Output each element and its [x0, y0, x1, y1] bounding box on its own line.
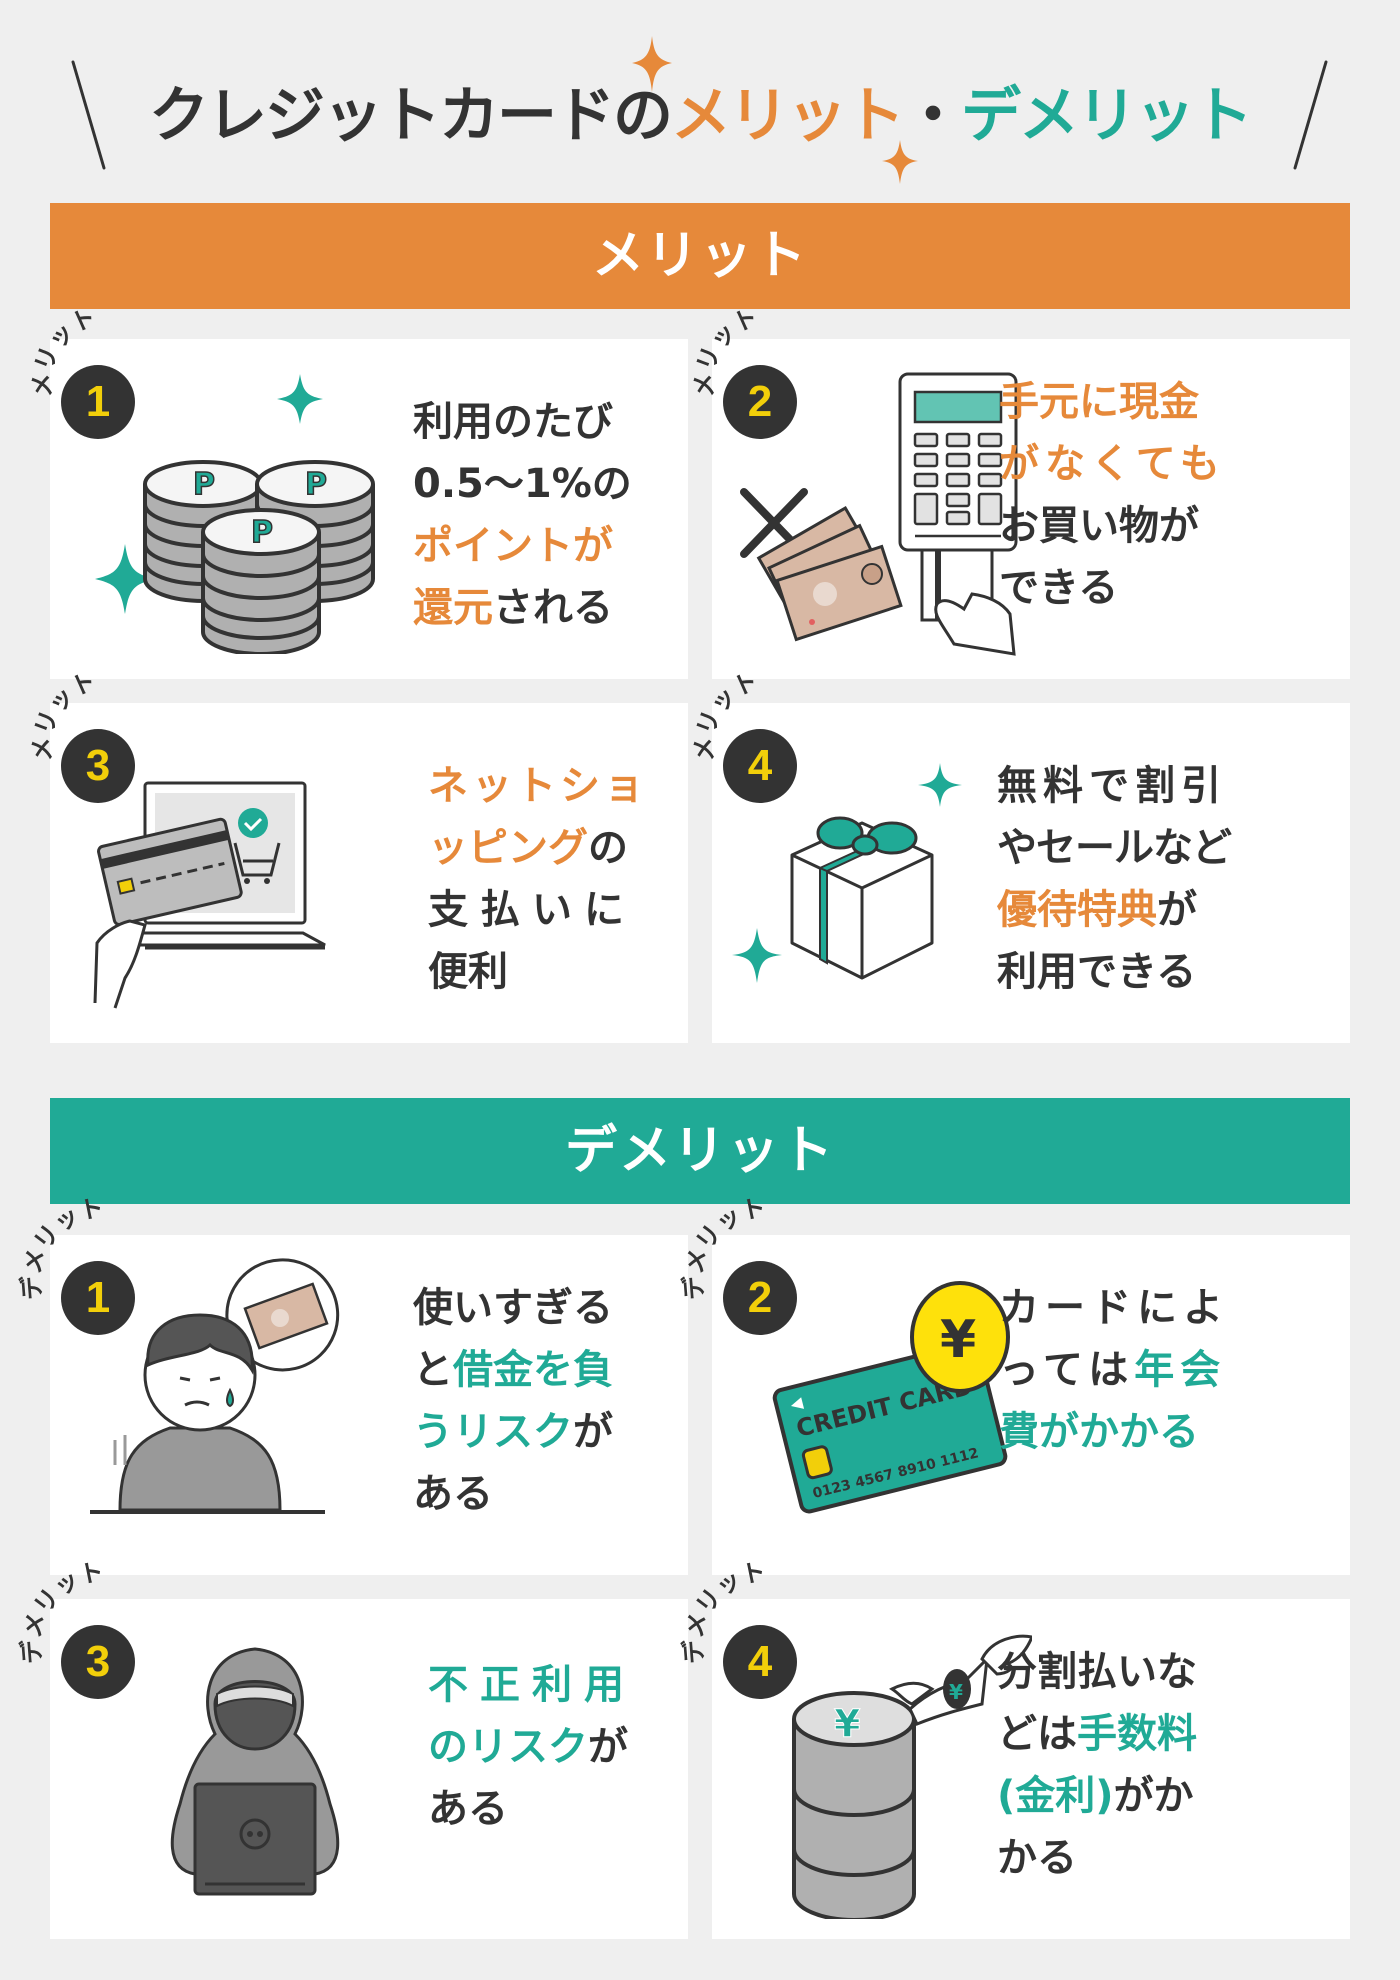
demerit-section-heading: デメリット [50, 1098, 1350, 1204]
svg-text:¥: ¥ [834, 1702, 860, 1746]
svg-text:¥: ¥ [949, 1680, 963, 1704]
merit-2-description: 手元に現金 がなくても お買い物が できる [999, 379, 1226, 611]
flying-money-coins-icon: ¥ ¥ [792, 1634, 1032, 1919]
credit-card-annual-fee-icon: CREDIT CARD 0123 4567 8910 1112 ¥ [772, 1281, 1010, 1514]
online-shopping-laptop-icon [93, 781, 326, 1009]
merit-badge: メリット 2 [690, 303, 872, 459]
point-coins-icon: P P P [95, 374, 375, 654]
merit-badge: メリット 1 [28, 303, 210, 459]
svg-text:¥: ¥ [940, 1310, 976, 1370]
worried-person-debt-icon [90, 1258, 340, 1514]
badge-number: 2 [723, 1261, 797, 1335]
left-slash-decoration [71, 60, 106, 170]
merit-card-1: メリット 1 P P [28, 303, 688, 679]
badge-number: 4 [723, 1625, 797, 1699]
page-header: クレジットカードのメリット・デメリット [0, 0, 1400, 200]
title-demerit: デメリット [961, 81, 1253, 151]
merit-card-2: メリット 2 手元に現金 [690, 303, 1350, 679]
merit-3-description: ネットショ ッピングの 支払いに 便利 [428, 763, 648, 995]
gift-box-icon [732, 763, 962, 983]
demerit-card-3: デメリット 3 不正利用 のリスクが ある [17, 1557, 688, 1939]
demerit-3-description: 不正利用 のリスクが ある [428, 1662, 636, 1832]
title-prefix: クレジットカードの [149, 81, 673, 151]
demerit-badge: デメリット 1 [17, 1193, 210, 1355]
sparkle-icon [882, 140, 918, 184]
merit-4-description: 無料で割引 やセールなど 優待特典が 利用できる [997, 763, 1232, 995]
demerit-card-2: デメリット 2 CREDIT CARD 0123 4567 8910 1112 … [679, 1193, 1350, 1575]
title-separator: ・ [903, 81, 963, 151]
demerit-4-description: 分割払いな どは手数料 (金利)がか かる [997, 1649, 1197, 1881]
merit-badge: メリット 4 [690, 667, 872, 823]
merit-card-3: メリット 3 ネットショ ッピングの 支払いに 便利 [28, 667, 688, 1043]
demerit-card-4: デメリット 4 ¥ ¥ 分割払いな どは手数料 (金利)がか かる [679, 1557, 1350, 1939]
title-merit: メリット [671, 81, 905, 151]
card-terminal-icon [740, 372, 1018, 656]
badge-number: 2 [723, 365, 797, 439]
svg-text:P: P [305, 467, 327, 502]
badge-number: 1 [61, 365, 135, 439]
badge-number: 3 [61, 1625, 135, 1699]
sparkle-icon [632, 36, 672, 92]
svg-text:P: P [193, 467, 215, 502]
merit-section-heading: メリット [50, 203, 1350, 309]
demerit-2-description: カードによ っては年会 費がかかる [999, 1285, 1229, 1455]
badge-number: 1 [61, 1261, 135, 1335]
svg-text:P: P [251, 515, 273, 550]
merit-badge: メリット 3 [28, 667, 210, 823]
merit-1-description: 利用のたび 0.5〜1%の ポイントが 還元される [413, 399, 632, 631]
merit-card-4: メリット 4 無料で割引 やセールなど 優待特典が 利用できる [690, 667, 1350, 1043]
badge-number: 3 [61, 729, 135, 803]
right-slash-decoration [1293, 60, 1328, 170]
hooded-hacker-icon [170, 1647, 340, 1896]
demerit-badge: デメリット 3 [17, 1557, 210, 1719]
page-title: クレジットカードのメリット・デメリット [148, 76, 1253, 156]
demerit-card-1: デメリット 1 使いすぎる と借金を負 うリスクが ある [17, 1193, 688, 1575]
demerit-1-description: 使いすぎる と借金を負 うリスクが ある [413, 1285, 613, 1517]
badge-number: 4 [723, 729, 797, 803]
